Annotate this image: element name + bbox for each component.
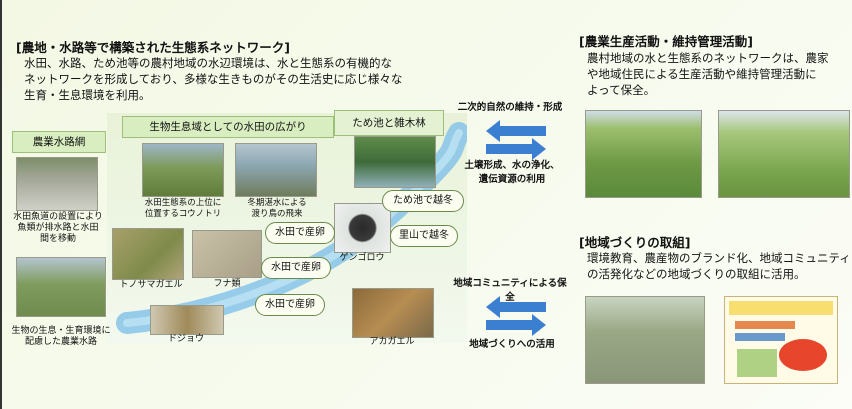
ecosystem-network-description: 水田、水路、ため池等の農村地域の水辺環境は、水と生態系の有機的な ネットワークを…: [24, 55, 419, 103]
water-beetle-photo: [334, 203, 391, 253]
desc-line: よって保全。: [587, 83, 656, 97]
red-frog-photo: [352, 288, 434, 338]
fishway-photo: [16, 157, 98, 211]
migratory-birds-photo: [235, 143, 317, 197]
pond-woods-label: ため池と雑木林: [334, 110, 444, 136]
arrow-left-icon: [486, 296, 546, 318]
desc-line: 水田、水路、ため池等の農村地域の水辺環境は、水と生態系の有機的な: [24, 56, 392, 70]
desc-line: ネットワークを形成しており、多様な生きものがその生活史に応じ様々な: [24, 72, 403, 86]
community-preservation-label: 地域コミュニティによる保全: [453, 278, 567, 303]
desc-line: 生育・生息環境を利用。: [24, 88, 151, 102]
funa-caption: フナ類: [213, 279, 241, 289]
paddy-habitat-label: 生物生息域としての水田の広がり: [122, 116, 334, 138]
desc-line: や地域住民による生産活動や維持管理活動に: [587, 67, 817, 81]
caption-line: 位置するコウノトリ: [144, 209, 222, 219]
egret-photo: [142, 143, 224, 197]
label-line: 土壌形成、水の浄化、: [464, 160, 560, 171]
egret-caption: 水田生態系の上位に 位置するコウノトリ: [134, 198, 232, 220]
desc-line: 環境教育、農産物のブランド化、地域コミュニティ: [587, 251, 851, 265]
eco-waterway-photo: [16, 257, 106, 317]
birds-caption: 冬期湛水による 渡り鳥の飛来: [228, 198, 326, 220]
label-line: 遺伝資源の利用: [478, 174, 546, 185]
fishway-caption: 水田魚道の設置により 魚類が排水路と水田 間を移動: [8, 212, 108, 245]
community-dev-description: 環境教育、農産物のブランド化、地域コミュニティ の活発化などの地域づくりの取組に…: [587, 250, 852, 282]
poster-artwork: [729, 301, 833, 377]
caption-line: 水田魚道の設置により: [13, 212, 103, 222]
beetle-caption: ゲンゴロウ: [339, 253, 385, 263]
pond-photo: [354, 136, 436, 188]
loach-rice-bread-poster: [724, 296, 838, 384]
grass-cutting-photo: [718, 110, 850, 198]
soil-water-label: 土壌形成、水の浄化、 遺伝資源の利用: [457, 159, 567, 187]
frog-caption: トノサマガエル: [119, 280, 183, 290]
loach-photo: [150, 305, 224, 335]
spawn-paddy-pill-2: 水田で産卵: [261, 257, 331, 279]
caption-line: 水田生態系の上位に: [144, 198, 222, 208]
frog-photo: [112, 228, 184, 280]
paddy-canal-photo: [585, 110, 702, 198]
loach-caption: ドジョウ: [167, 334, 204, 344]
arrow-left-icon: [486, 120, 546, 142]
education-field-photo: [585, 296, 705, 384]
desc-line: 農村地域の水と生態系のネットワークは、農家: [587, 51, 829, 65]
caption-line: 配慮した農業水路: [24, 337, 97, 347]
farm-management-description: 農村地域の水と生態系のネットワークは、農家 や地域住民による生産活動や維持管理活…: [587, 50, 849, 98]
spawn-paddy-pill-3: 水田で産卵: [255, 294, 325, 316]
farm-management-title: [農業生産活動・維持管理活動]: [579, 34, 753, 49]
caption-line: 間を移動: [39, 234, 76, 244]
ecosystem-network-title: [農地・水路等で構築された生態系ネットワーク]: [16, 40, 290, 55]
winter-pond-pill: ため池で越冬: [382, 190, 464, 212]
regional-dev-use-label: 地域づくりへの活用: [469, 339, 555, 350]
funa-photo: [192, 230, 262, 278]
red-frog-caption: アカガエル: [369, 337, 415, 347]
secondary-nature-label: 二次的自然の維持・形成: [457, 102, 563, 113]
arrow-right-icon: [486, 138, 546, 160]
desc-line: の活発化などの地域づくりの取組に活用。: [587, 267, 806, 281]
arrow-right-icon: [486, 314, 546, 336]
community-dev-title: [地域づくりの取組]: [579, 235, 691, 250]
caption-line: 渡り鳥の飛来: [251, 209, 303, 219]
waterway-label: 農業水路網: [12, 131, 106, 153]
spawn-paddy-pill-1: 水田で産卵: [265, 222, 335, 244]
caption-line: 魚類が排水路と水田: [17, 223, 99, 233]
caption-line: 冬期湛水による: [247, 198, 307, 208]
caption-line: 生物の生息・生育環境に: [11, 326, 111, 336]
winter-satoyama-pill: 里山で越冬: [390, 225, 458, 247]
eco-waterway-caption: 生物の生息・生育環境に 配慮した農業水路: [6, 326, 116, 348]
